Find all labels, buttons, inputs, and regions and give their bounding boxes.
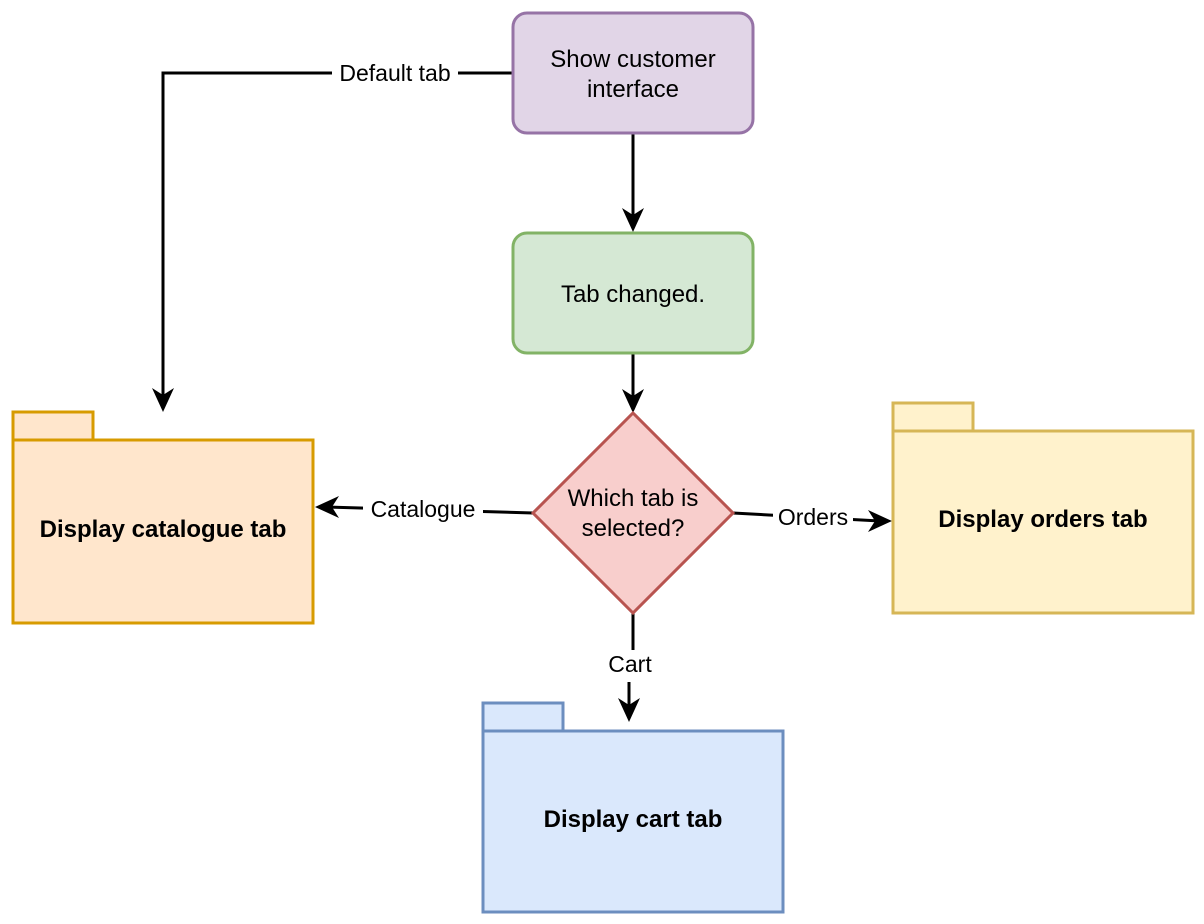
node-display-catalogue-tab: Display catalogue tab bbox=[11, 410, 315, 625]
node-label-line1: Show customer bbox=[550, 46, 715, 73]
edge-tab-changed-to-decision bbox=[622, 354, 644, 413]
folder-body bbox=[11, 438, 315, 625]
edge-default-tab: Default tab bbox=[152, 58, 513, 412]
node-label-line1: Which tab is bbox=[568, 485, 699, 512]
node-show-customer-interface: Show customer interface bbox=[511, 11, 755, 135]
node-shape bbox=[511, 231, 755, 355]
edge-orders: Orders bbox=[732, 504, 892, 532]
folder-tab bbox=[891, 401, 975, 433]
edge-label-default-tab: Default tab bbox=[339, 60, 450, 86]
folder-body bbox=[891, 429, 1195, 615]
node-display-cart-tab: Display cart tab bbox=[481, 701, 785, 914]
edge-label-catalogue: Catalogue bbox=[371, 496, 476, 522]
edge-cart: Cart bbox=[608, 613, 652, 722]
node-label: Display catalogue tab bbox=[40, 516, 287, 543]
node-shape bbox=[511, 11, 755, 135]
edge-start-to-tab-changed bbox=[622, 134, 644, 232]
node-tab-changed: Tab changed. bbox=[511, 231, 755, 355]
edge-catalogue: Catalogue bbox=[315, 494, 534, 524]
edge-label-cart: Cart bbox=[608, 651, 652, 677]
folder-body bbox=[481, 729, 785, 914]
folder-tab bbox=[481, 701, 565, 733]
node-label-line2: interface bbox=[587, 76, 679, 103]
node-label: Display cart tab bbox=[544, 806, 723, 833]
node-label: Display orders tab bbox=[938, 506, 1147, 533]
node-which-tab-decision: Which tab is selected? bbox=[530, 410, 736, 616]
decision-diamond bbox=[530, 410, 736, 616]
node-label-line2: selected? bbox=[582, 515, 685, 542]
folder-tab bbox=[11, 410, 95, 442]
edge-label-orders: Orders bbox=[778, 504, 848, 530]
node-label: Tab changed. bbox=[561, 281, 705, 308]
node-display-orders-tab: Display orders tab bbox=[891, 401, 1195, 615]
